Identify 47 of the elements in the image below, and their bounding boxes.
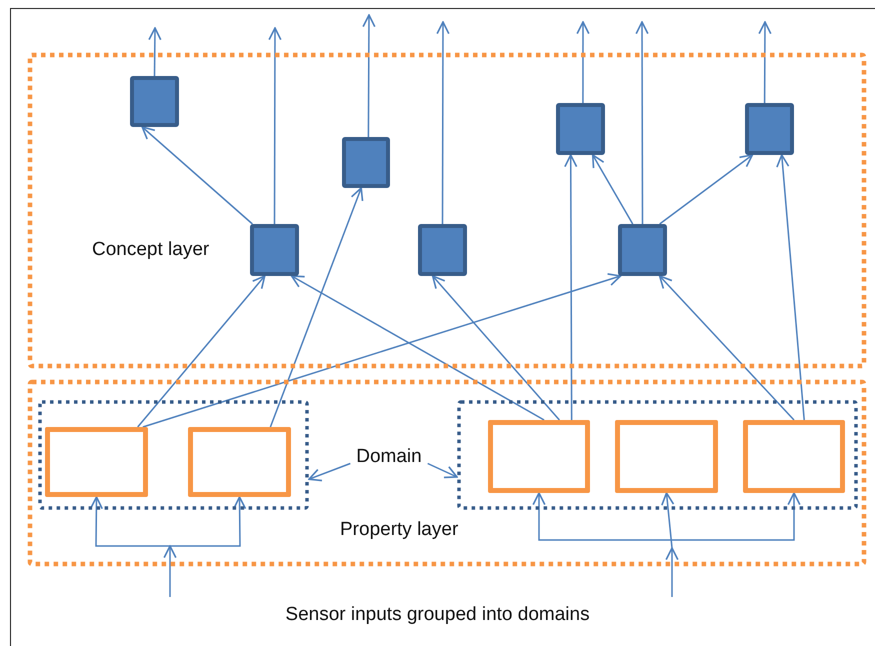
arrow bbox=[270, 187, 364, 428]
arrow bbox=[635, 21, 649, 224]
arrow bbox=[576, 21, 590, 103]
caption: Sensor inputs grouped into domains bbox=[285, 604, 590, 625]
layer-label: Property layer bbox=[340, 519, 458, 541]
concept-node bbox=[618, 224, 667, 276]
domain-group bbox=[457, 400, 858, 510]
arrow bbox=[170, 496, 246, 547]
domain-group bbox=[38, 400, 309, 510]
concept-node bbox=[418, 224, 467, 276]
arrow bbox=[432, 275, 560, 420]
arrow bbox=[659, 154, 754, 225]
property-box bbox=[743, 420, 845, 493]
arrow bbox=[672, 492, 801, 541]
domain-label: Domain bbox=[346, 444, 432, 470]
concept-node bbox=[556, 103, 605, 155]
arrow bbox=[758, 21, 772, 103]
arrow bbox=[532, 492, 672, 541]
concept-node bbox=[342, 137, 390, 188]
arrow bbox=[436, 21, 450, 224]
layer-region bbox=[28, 53, 866, 368]
property-box bbox=[615, 420, 718, 493]
concept-node bbox=[250, 224, 299, 276]
arrow bbox=[268, 27, 282, 224]
arrow bbox=[290, 275, 544, 421]
concept-node bbox=[130, 76, 179, 127]
property-box bbox=[45, 427, 148, 497]
arrow bbox=[427, 462, 458, 478]
layer-region bbox=[28, 380, 866, 566]
concept-node bbox=[745, 103, 794, 155]
arrow bbox=[661, 492, 674, 548]
arrow bbox=[564, 154, 578, 420]
arrow bbox=[90, 496, 170, 547]
arrow bbox=[665, 547, 679, 597]
arrow bbox=[163, 545, 177, 597]
property-box bbox=[488, 420, 590, 493]
arrow bbox=[776, 154, 805, 420]
arrow bbox=[308, 462, 351, 482]
arrow bbox=[141, 126, 253, 225]
arrow bbox=[137, 275, 266, 428]
arrow bbox=[592, 154, 634, 224]
arrow bbox=[148, 27, 162, 76]
arrow bbox=[362, 14, 376, 137]
arrow bbox=[658, 275, 795, 421]
layer-label: Concept layer bbox=[92, 239, 210, 261]
arrow bbox=[142, 273, 622, 428]
property-box bbox=[188, 427, 291, 497]
